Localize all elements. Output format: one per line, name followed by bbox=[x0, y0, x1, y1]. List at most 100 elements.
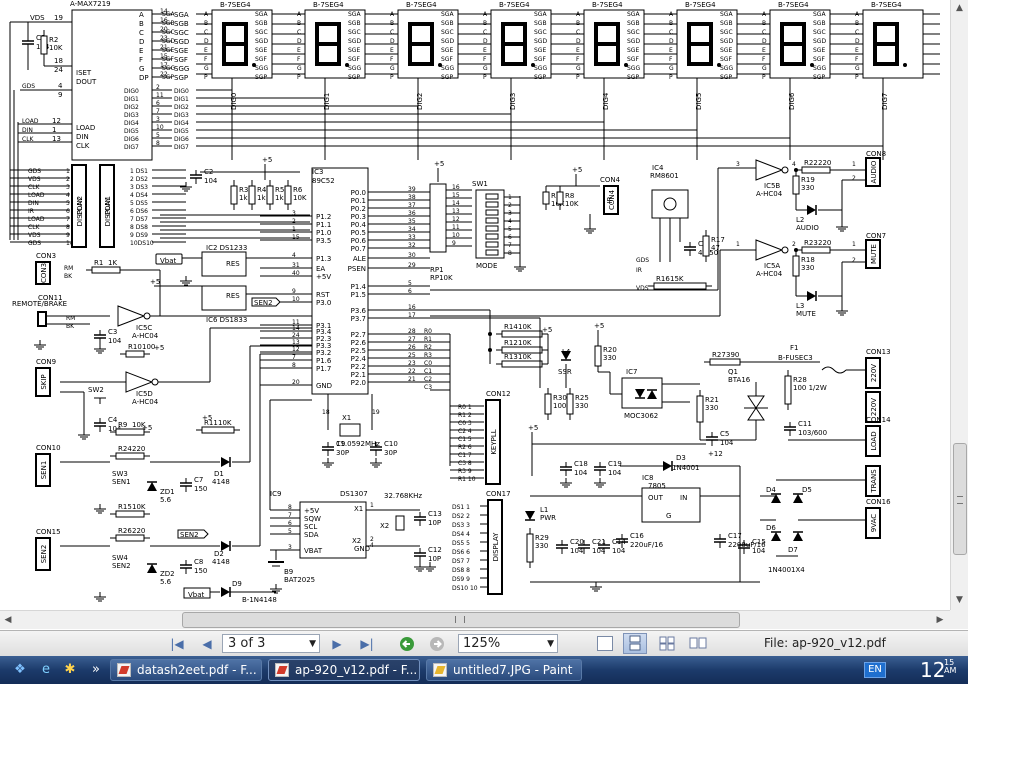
schematic-label: SGP bbox=[348, 74, 360, 81]
schematic-label: R4 bbox=[257, 186, 267, 194]
schematic-label: 39 bbox=[408, 186, 416, 193]
language-indicator[interactable]: EN bbox=[864, 662, 886, 678]
media-icon[interactable]: ✱ bbox=[64, 662, 76, 677]
schematic-label: R24 bbox=[118, 445, 132, 453]
next-page-icon[interactable]: ▶ bbox=[332, 637, 342, 651]
continuous-view-icon[interactable] bbox=[623, 633, 647, 654]
schematic-label: SEN1 bbox=[112, 478, 131, 486]
dip-switch-lever bbox=[485, 209, 499, 216]
schematic-label: 10K bbox=[293, 194, 307, 202]
schematic-label: A bbox=[855, 11, 860, 18]
previous-page-icon[interactable]: ◀ bbox=[202, 637, 212, 651]
schematic-label: 1 bbox=[736, 241, 740, 248]
schematic-label: B-7SEG4 bbox=[313, 1, 344, 9]
last-page-icon[interactable]: ▶| bbox=[360, 637, 374, 651]
taskbar-item-datasheet[interactable]: datash2eet.pdf - F... bbox=[110, 659, 262, 681]
vertical-scrollbar[interactable]: ▲ ▼ bbox=[950, 0, 968, 610]
schematic-label: 2 bbox=[66, 176, 70, 183]
chevron-more-icon[interactable]: » bbox=[92, 662, 100, 677]
page-number-field[interactable]: 3 of 3 ▼ bbox=[222, 634, 320, 653]
schematic-label: 30P bbox=[336, 449, 349, 457]
connector-name: DISPLAY bbox=[492, 532, 500, 561]
schematic-label: SGA bbox=[627, 11, 640, 18]
clock-minutes-ampm[interactable]: 15 AM bbox=[944, 659, 958, 675]
taskbar-item-ap920[interactable]: ap-920_v12.pdf - F... bbox=[268, 659, 420, 681]
digit-eight-icon bbox=[315, 22, 341, 66]
schematic-label: 4 DS4 bbox=[130, 192, 148, 199]
vertical-scroll-thumb[interactable] bbox=[953, 443, 967, 555]
horizontal-scrollbar[interactable]: ◀ ▶ bbox=[0, 610, 950, 629]
zoom-field[interactable]: 125% ▼ bbox=[458, 634, 558, 653]
schematic-label: VDS bbox=[28, 232, 41, 239]
schematic-label: 104 bbox=[720, 439, 734, 447]
schematic-label: C7 bbox=[194, 476, 203, 484]
browser-icon[interactable]: e bbox=[42, 662, 50, 677]
taskbar-item-paint[interactable]: untitled7.JPG - Paint bbox=[426, 659, 582, 681]
zoom-value: 125% bbox=[463, 636, 501, 651]
schematic-label: E bbox=[669, 47, 673, 54]
schematic-label: D bbox=[204, 38, 209, 45]
dip-switch-lever bbox=[485, 233, 499, 240]
schematic-label: 1N4001X4 bbox=[768, 566, 805, 574]
scroll-up-arrow-icon[interactable]: ▲ bbox=[956, 3, 963, 13]
single-page-view-icon[interactable] bbox=[597, 636, 613, 651]
schematic-label: DP bbox=[139, 74, 149, 82]
schematic-label: 1 DS1 bbox=[130, 168, 148, 175]
schematic-label: CON10 bbox=[36, 444, 61, 452]
clock-hours[interactable]: 12 bbox=[920, 658, 946, 682]
scroll-down-arrow-icon[interactable]: ▼ bbox=[956, 595, 963, 605]
schematic-label: E bbox=[483, 47, 487, 54]
schematic-label: R6 bbox=[293, 186, 303, 194]
desktop-icon[interactable]: ❖ bbox=[14, 662, 26, 677]
schematic-label: 4 bbox=[292, 252, 296, 259]
microcontroller-89c52 bbox=[311, 167, 369, 395]
schematic-label: 10 bbox=[452, 232, 460, 239]
schematic-label: D4 bbox=[766, 486, 776, 494]
scroll-right-arrow-icon[interactable]: ▶ bbox=[936, 615, 944, 625]
digit-label: DIG6 bbox=[788, 92, 796, 110]
schematic-label: C4 bbox=[108, 416, 118, 424]
schematic-label: SGP bbox=[627, 74, 639, 81]
schematic-label: +5 bbox=[154, 344, 164, 352]
wire bbox=[196, 80, 884, 147]
schematic-label: D bbox=[297, 38, 302, 45]
schematic-label: C15 bbox=[752, 538, 766, 546]
first-page-icon[interactable]: |◀ bbox=[170, 637, 184, 651]
schematic-label: DIG7 bbox=[174, 144, 189, 151]
dropdown-arrow-icon[interactable]: ▼ bbox=[309, 639, 316, 649]
schematic-label: CLK bbox=[28, 184, 41, 191]
schematic-label: SGG bbox=[255, 65, 268, 72]
schematic-label: B-7SEG4 bbox=[685, 1, 716, 9]
schematic-label: IC7 bbox=[626, 368, 637, 376]
schematic-label: C8 bbox=[194, 558, 203, 566]
schematic-label: F bbox=[762, 56, 766, 63]
two-page-view-icon[interactable] bbox=[689, 636, 707, 651]
scroll-left-arrow-icon[interactable]: ◀ bbox=[4, 615, 12, 625]
schematic-label: P1.6 bbox=[316, 357, 332, 365]
resistor-icon bbox=[115, 510, 145, 518]
schematic-label: P bbox=[204, 74, 208, 81]
schematic-label: SGG bbox=[534, 65, 547, 72]
decimal-point bbox=[717, 63, 721, 67]
schematic-label: SGF bbox=[162, 56, 174, 63]
wire bbox=[196, 80, 326, 99]
facing-view-icon[interactable] bbox=[659, 636, 675, 651]
schematic-label: 100 bbox=[553, 402, 566, 410]
schematic-label: SEN2 bbox=[254, 299, 273, 307]
resistor-icon bbox=[801, 246, 831, 254]
schematic-label: SGP bbox=[534, 74, 546, 81]
schematic-label: SGE bbox=[627, 47, 639, 54]
forward-icon[interactable] bbox=[428, 635, 446, 653]
diode-icon bbox=[793, 494, 803, 503]
schematic-label: 150 bbox=[194, 485, 207, 493]
dropdown-arrow-icon[interactable]: ▼ bbox=[547, 639, 554, 649]
schematic-label: 10K bbox=[518, 323, 532, 331]
schematic-label: ISET bbox=[76, 69, 92, 77]
horizontal-scroll-thumb[interactable] bbox=[182, 612, 740, 628]
schematic-label: 6 bbox=[408, 288, 412, 295]
schematic-label: R29 bbox=[535, 534, 549, 542]
back-icon[interactable] bbox=[398, 635, 416, 653]
connector-name: CON3 bbox=[40, 263, 48, 283]
schematic-label: SGF bbox=[627, 56, 639, 63]
schematic-label: 5 bbox=[66, 200, 70, 207]
